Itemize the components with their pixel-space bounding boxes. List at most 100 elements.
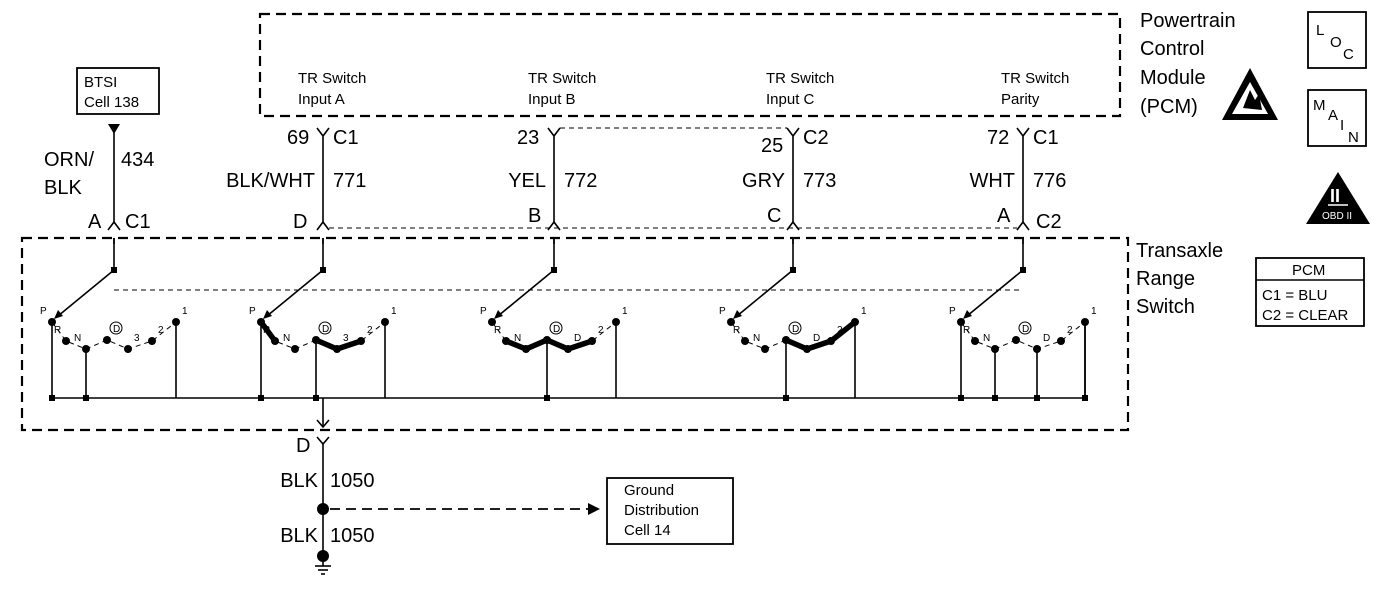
wire-b-circuit: 772 bbox=[564, 170, 597, 192]
svg-text:C2 = CLEAR: C2 = CLEAR bbox=[1262, 307, 1348, 324]
switch-0-contact-3 bbox=[103, 336, 111, 344]
ground-ref-arrow-icon bbox=[588, 503, 600, 515]
pin-c-conn: C2 bbox=[803, 127, 829, 149]
btsi-pin: A bbox=[88, 211, 102, 233]
switch-2-label-2: N bbox=[514, 333, 521, 344]
trs-title-3: Switch bbox=[1136, 296, 1195, 318]
pin-a-number: 69 bbox=[287, 127, 309, 149]
wire-b-color: YEL bbox=[508, 170, 546, 192]
wire-parity-circuit: 776 bbox=[1033, 170, 1066, 192]
ground-ref-2: Distribution bbox=[624, 502, 699, 519]
btsi-label-2: Cell 138 bbox=[84, 94, 139, 111]
pin-parity-number: 72 bbox=[987, 127, 1009, 149]
switch-3-label-6: 1 bbox=[861, 306, 867, 317]
switch-2-label-0: P bbox=[480, 306, 487, 317]
switch-0-label-1: R bbox=[54, 325, 61, 336]
switch-1-label-1: R bbox=[263, 325, 270, 336]
switch-3-contact-2 bbox=[761, 345, 769, 353]
parity-label-2: Parity bbox=[1001, 91, 1040, 108]
switch-0-wiper bbox=[57, 269, 115, 317]
switch-2-label-3: D bbox=[553, 324, 560, 335]
switch-4-label-0: P bbox=[949, 306, 956, 317]
btsi-color-1: ORN/ bbox=[44, 149, 94, 171]
switch-3-label-2: N bbox=[753, 333, 760, 344]
pin-parity-conn: C1 bbox=[1033, 127, 1059, 149]
switch-pin-a: A bbox=[997, 205, 1011, 227]
pcm-title-4: (PCM) bbox=[1140, 96, 1198, 118]
ground-color-2: BLK bbox=[280, 525, 318, 547]
svg-text:N: N bbox=[1348, 129, 1359, 146]
input-c-label-1: TR Switch bbox=[766, 70, 834, 87]
pcm-title-3: Module bbox=[1140, 67, 1206, 89]
wire-c-color: GRY bbox=[742, 170, 785, 192]
switch-connector-pins bbox=[107, 220, 1030, 231]
ground-circuit-2: 1050 bbox=[330, 525, 375, 547]
switch-2-contact-2 bbox=[522, 345, 530, 353]
switch-conn-c2: C2 bbox=[1036, 211, 1062, 233]
ground-circuit-1: 1050 bbox=[330, 470, 375, 492]
switch-3-label-3: D bbox=[792, 324, 799, 335]
input-b-label-1: TR Switch bbox=[528, 70, 596, 87]
svg-text:M: M bbox=[1313, 97, 1326, 114]
pin-b-number: 23 bbox=[517, 127, 539, 149]
switch-1-label-0: P bbox=[249, 306, 256, 317]
switch-3-contact-0 bbox=[727, 318, 735, 326]
switch-2-label-6: 1 bbox=[622, 306, 628, 317]
switch-3-d-ring bbox=[788, 321, 802, 335]
switch-3-label-5: 2 bbox=[837, 325, 843, 336]
esd-warning-icon bbox=[1222, 68, 1278, 120]
switch-1-contact-4 bbox=[333, 345, 341, 353]
switch-pin-b: B bbox=[528, 205, 541, 227]
switch-4-contact-1 bbox=[971, 337, 979, 345]
loc-icon: L O C bbox=[1307, 11, 1367, 69]
pcm-connector-pins bbox=[316, 127, 1030, 222]
ground-ref-box bbox=[606, 477, 734, 545]
svg-text:C1 = BLU: C1 = BLU bbox=[1262, 287, 1327, 304]
btsi-box bbox=[76, 67, 160, 115]
wire-a-color: BLK/WHT bbox=[226, 170, 315, 192]
svg-text:PCM: PCM bbox=[1292, 262, 1325, 279]
trs-title-1: Transaxle bbox=[1136, 240, 1223, 262]
wire-a-circuit: 771 bbox=[333, 170, 366, 192]
pin-a-conn: C1 bbox=[333, 127, 359, 149]
switch-4-label-5: 2 bbox=[1067, 325, 1073, 336]
btsi-color-2: BLK bbox=[44, 177, 82, 199]
switch-2-label-4: D bbox=[574, 333, 581, 344]
pcm-title-1: Powertrain bbox=[1140, 10, 1236, 32]
pcm-title-2: Control bbox=[1140, 38, 1204, 60]
svg-text:I: I bbox=[1340, 117, 1344, 134]
btsi-circuit: 434 bbox=[121, 149, 154, 171]
switch-0-label-4: 3 bbox=[134, 333, 140, 344]
switch-pin-c: C bbox=[767, 205, 781, 227]
wire-parity-color: WHT bbox=[969, 170, 1015, 192]
switch-0-label-2: N bbox=[74, 333, 81, 344]
input-a-label-2: Input A bbox=[298, 91, 345, 108]
svg-text:L: L bbox=[1316, 22, 1324, 39]
switch-0-contact-5 bbox=[148, 337, 156, 345]
switch-1-wiper-arrow-icon bbox=[263, 310, 272, 319]
switch-1-label-2: N bbox=[283, 333, 290, 344]
trs-box bbox=[20, 236, 1130, 432]
switch-4-contact-5 bbox=[1057, 337, 1065, 345]
switch-0-contact-1 bbox=[62, 337, 70, 345]
pcm-connector-legend: PCM C1 = BLU C2 = CLEAR bbox=[1255, 257, 1365, 327]
switch-4-label-1: R bbox=[963, 325, 970, 336]
switch-4-label-6: 1 bbox=[1091, 306, 1097, 317]
switch-2-wiper bbox=[497, 269, 555, 317]
switch-0-wiper-arrow-icon bbox=[54, 310, 63, 319]
ground-ref-1: Ground bbox=[624, 482, 674, 499]
svg-text:C: C bbox=[1343, 46, 1354, 63]
btsi-label-1: BTSI bbox=[84, 74, 117, 91]
wire-c-circuit: 773 bbox=[803, 170, 836, 192]
switch-2-contact-4 bbox=[564, 345, 572, 353]
pin-c-number: 25 bbox=[761, 135, 783, 157]
switch-1-label-5: 2 bbox=[367, 325, 373, 336]
switch-4-label-3: D bbox=[1022, 324, 1029, 335]
switch-2-label-1: R bbox=[494, 325, 501, 336]
switch-3-wiper bbox=[736, 269, 794, 317]
switch-1-label-4: 3 bbox=[343, 333, 349, 344]
switch-3-label-1: R bbox=[733, 325, 740, 336]
trs-title-2: Range bbox=[1136, 268, 1195, 290]
